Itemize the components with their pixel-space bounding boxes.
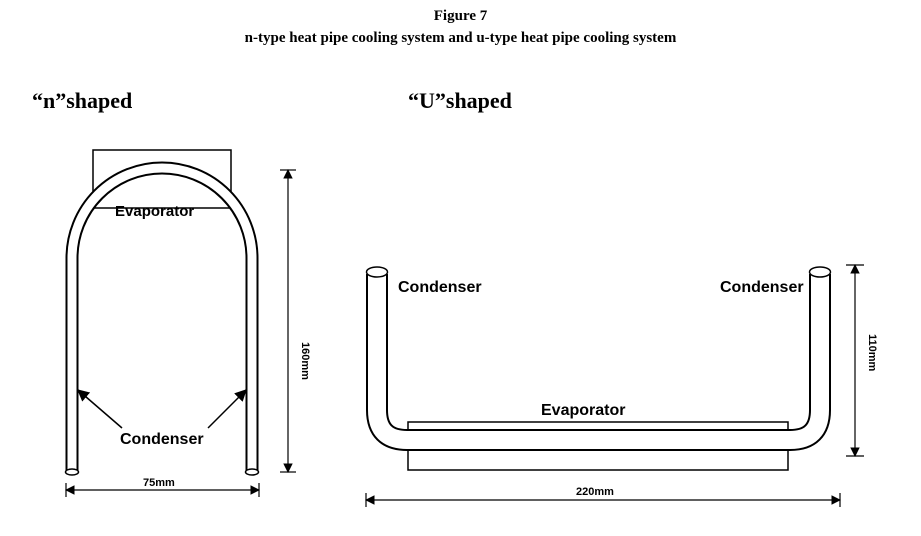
u-pipe-end-right	[808, 266, 832, 278]
n-pipe-end-left	[64, 468, 80, 476]
u-shaped-title: “U”shaped	[408, 88, 512, 113]
u-width-dim-label: 220mm	[576, 486, 614, 498]
u-evaporator-label: Evaporator	[541, 402, 625, 419]
figure-number: Figure 7	[433, 8, 488, 24]
u-condenser-left-label: Condenser	[398, 279, 482, 296]
u-height-dim-label: 110mm	[866, 334, 878, 372]
n-evaporator-label: Evaporator	[115, 203, 194, 220]
u-shaped-panel: Condenser Condenser Evaporator 110mm 220…	[365, 264, 878, 507]
u-condenser-right-label: Condenser	[720, 279, 804, 296]
n-pipe-end-right	[244, 468, 260, 476]
n-shaped-title: “n”shaped	[32, 88, 133, 113]
figure-caption: n-type heat pipe cooling system and u-ty…	[244, 30, 677, 46]
n-shaped-panel: Evaporator Condenser 160mm 75mm	[64, 149, 311, 497]
n-height-dim-label: 160mm	[299, 342, 311, 380]
u-pipe-end-left	[365, 266, 389, 278]
n-condenser-arrow-left	[77, 389, 123, 429]
n-width-dim-label: 75mm	[143, 477, 175, 489]
n-condenser-arrow-right	[207, 389, 247, 429]
n-condenser-label: Condenser	[120, 431, 204, 448]
